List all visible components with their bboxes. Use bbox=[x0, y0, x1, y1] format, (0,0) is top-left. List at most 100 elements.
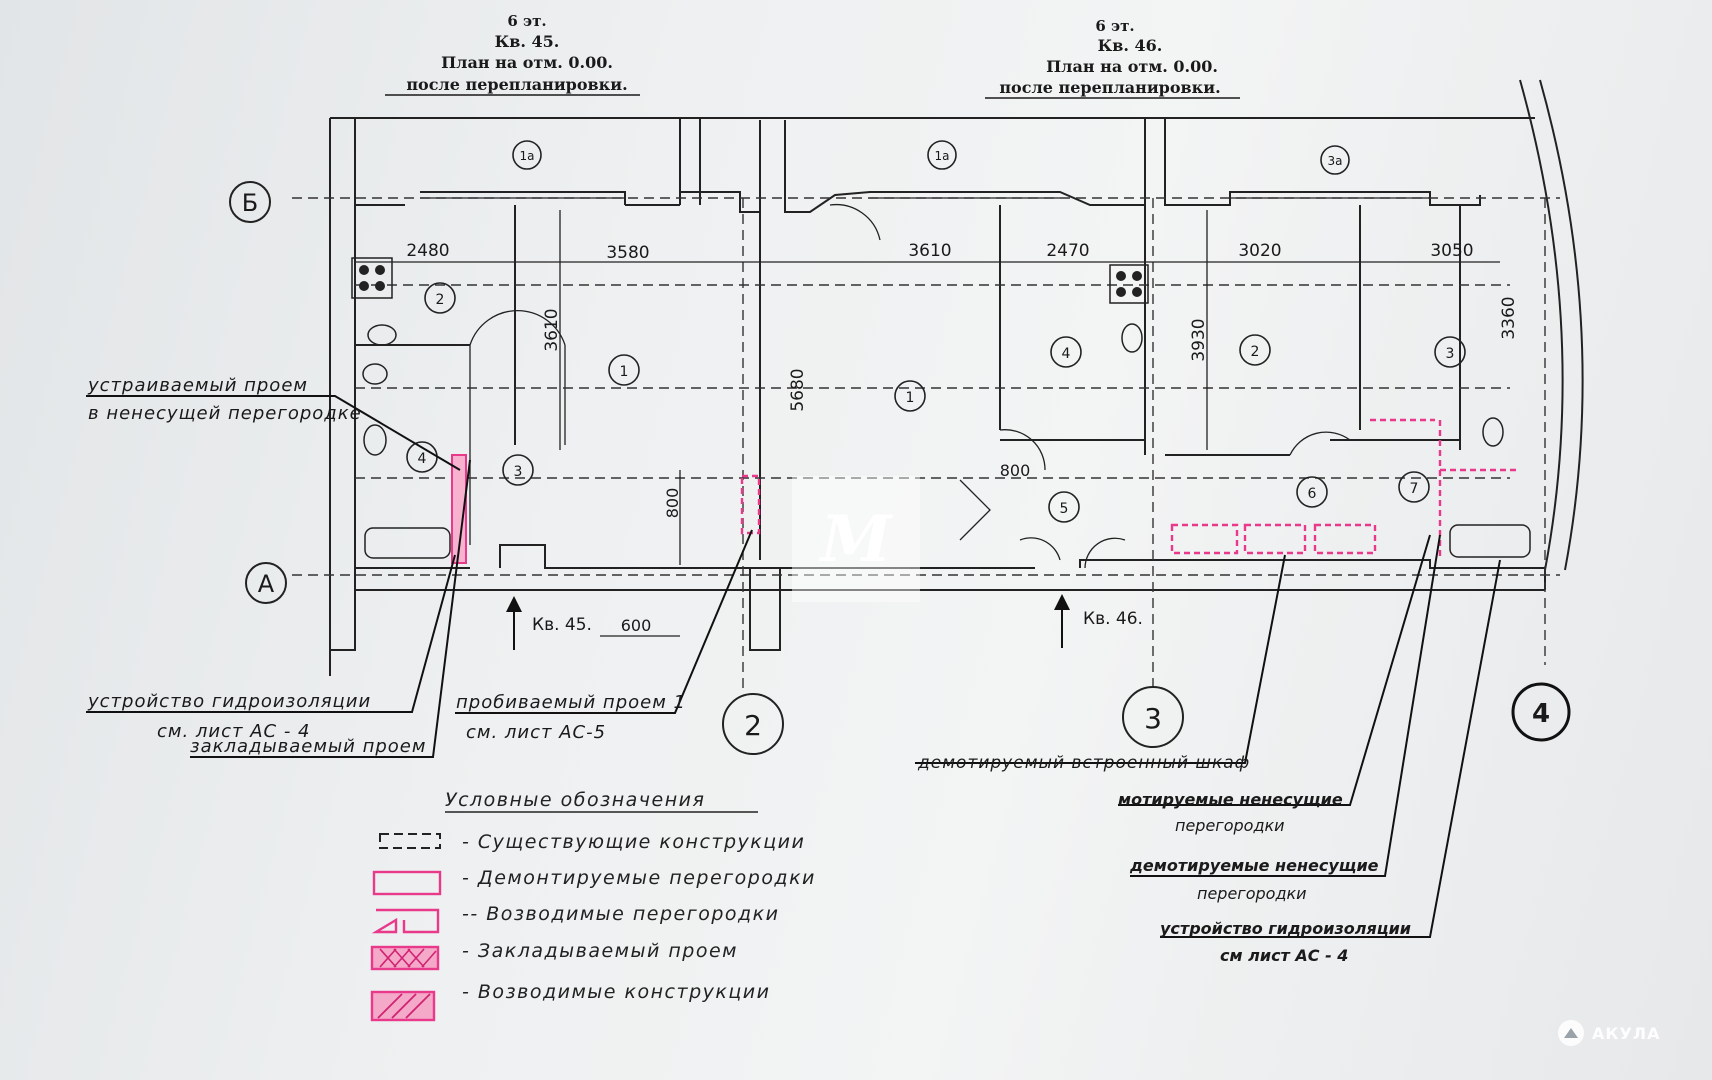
note-waterproof2-2: см лист АС - 4 bbox=[1220, 946, 1348, 965]
stove-icon bbox=[351, 257, 393, 299]
dim-800-vertical: 800 bbox=[663, 488, 682, 519]
dim-800-horizontal: 800 bbox=[1000, 461, 1031, 480]
balcony-marker-right bbox=[1320, 145, 1350, 175]
axis-label-a: А bbox=[258, 570, 275, 598]
sink-icon bbox=[362, 363, 388, 385]
room-marker-k46-7 bbox=[1398, 471, 1430, 503]
dim-3610-vertical: 3610 bbox=[542, 308, 562, 351]
leader-blocked bbox=[190, 459, 471, 758]
room-marker-k46-1 bbox=[894, 380, 926, 412]
cross-partitions bbox=[355, 344, 1460, 456]
axis-label-4: 4 bbox=[1532, 699, 1550, 729]
balcony-label-middle: 1а bbox=[935, 149, 950, 163]
dim-3610: 3610 bbox=[908, 241, 951, 261]
note-mounted-1: мотируемые ненесущие bbox=[1118, 790, 1343, 809]
leader-dismounted bbox=[1130, 534, 1441, 877]
axis-label-2: 2 bbox=[744, 709, 762, 742]
stove-burner-icon bbox=[375, 265, 385, 275]
leader-wardrobe bbox=[915, 554, 1286, 764]
legend-title: Условные обозначения bbox=[445, 789, 705, 811]
room-number-k46-1: 1 bbox=[906, 390, 915, 406]
room-number-k46-7: 7 bbox=[1410, 481, 1419, 497]
room-marker-k45-3 bbox=[502, 454, 534, 486]
dim-2470: 2470 bbox=[1046, 241, 1089, 261]
outer-wall-left bbox=[329, 117, 1535, 676]
note-waterproof-2: см. лист АС - 4 bbox=[157, 721, 311, 742]
watermark-badge: АКУЛА bbox=[1558, 1013, 1708, 1053]
dim-600: 600 bbox=[621, 616, 652, 635]
axis-lines bbox=[292, 197, 1560, 690]
arrow-up-icon bbox=[506, 596, 522, 612]
annotations: устраиваемый проем в ненесущей перегород… bbox=[87, 375, 1411, 965]
top-wall bbox=[355, 120, 1481, 213]
stove-burner-icon bbox=[375, 281, 385, 291]
annotation-leaders bbox=[86, 395, 1501, 938]
title-kv46-stage: после перепланировки. bbox=[999, 78, 1220, 97]
curved-wall bbox=[1519, 79, 1584, 590]
stove-burner-icon bbox=[359, 281, 369, 291]
stove-burner-icon bbox=[1116, 287, 1126, 297]
dim-3580: 3580 bbox=[606, 243, 649, 263]
title-kv46-floor: 6 эт. bbox=[1095, 17, 1134, 35]
note-dismounted-1: демотируемые ненесущие bbox=[1129, 856, 1379, 875]
legend-item-existing: - Существующие конструкции bbox=[462, 831, 805, 853]
axis-label-b: Б bbox=[242, 189, 258, 217]
dim-3360: 3360 bbox=[1499, 296, 1519, 339]
bottom-wall bbox=[355, 544, 1545, 651]
arrow-up-icon bbox=[1054, 594, 1070, 610]
legend-hatch-built bbox=[377, 993, 431, 1019]
redline-markup bbox=[451, 418, 1520, 564]
title-kv45-apartment: Кв. 45. bbox=[495, 32, 560, 51]
note-dismounted-2: перегородки bbox=[1197, 884, 1307, 903]
balcony-markers: 1а 1а 3а bbox=[512, 140, 1350, 175]
balcony-marker-left bbox=[512, 140, 542, 170]
room-number-k46-3: 3 bbox=[1446, 346, 1455, 362]
building-walls bbox=[329, 79, 1584, 676]
entrance-label-k46: Кв. 46. bbox=[1083, 609, 1143, 629]
punched-opening-k45 bbox=[740, 474, 761, 535]
axis-bubble-4 bbox=[1511, 682, 1571, 742]
room-marker-k46-2 bbox=[1239, 334, 1271, 366]
bathtub-icon bbox=[1449, 524, 1531, 558]
wc-k45-doors bbox=[469, 309, 566, 545]
dim-3930: 3930 bbox=[1189, 318, 1209, 361]
title-kv45-plan: План на отм. 0.00. bbox=[441, 53, 613, 72]
room-number-k45-1: 1 bbox=[620, 364, 629, 380]
room-number-k45-4: 4 bbox=[418, 451, 427, 467]
balcony-marker-middle bbox=[927, 140, 957, 170]
watermark-logo: M bbox=[792, 476, 920, 602]
note-mounted-2: перегородки bbox=[1175, 816, 1285, 835]
room-markers: 2 1 3 4 1 4 2 3 5 6 7 bbox=[406, 282, 1466, 523]
dim-2480: 2480 bbox=[406, 241, 449, 261]
title-kv45: 6 эт. Кв. 45. План на отм. 0.00. после п… bbox=[385, 12, 640, 96]
shark-fin-icon bbox=[1558, 1020, 1584, 1046]
note-blocked: закладываемый проем bbox=[190, 736, 426, 757]
legend-hatch-blocked bbox=[379, 948, 437, 968]
legend-swatch-erected bbox=[371, 908, 440, 934]
legend-swatch-demolished bbox=[372, 870, 442, 896]
note-opening-2: в ненесущей перегородке bbox=[88, 403, 362, 424]
room-number-k46-5: 5 bbox=[1060, 501, 1069, 517]
note-waterproof-1: устройство гидроизоляции bbox=[87, 691, 371, 712]
room-marker-k46-4 bbox=[1050, 336, 1082, 368]
title-kv46-apartment: Кв. 46. bbox=[1098, 36, 1163, 55]
axis-bubble-3 bbox=[1122, 686, 1184, 748]
note-waterproof2-1: устройство гидроизоляции bbox=[1160, 919, 1411, 938]
title-kv45-stage: после перепланировки. bbox=[406, 75, 627, 94]
leader-mounted bbox=[1118, 534, 1431, 806]
dim-5680: 5680 bbox=[788, 368, 808, 411]
room-number-k46-6: 6 bbox=[1308, 486, 1317, 502]
new-partition-k45 bbox=[451, 454, 467, 564]
new-partitions-k46 bbox=[1370, 418, 1520, 560]
leader-punched bbox=[455, 529, 753, 714]
legend-swatch-existing bbox=[379, 833, 441, 849]
wardrobe-dismantled-3 bbox=[1313, 523, 1377, 555]
note-punched-1: пробиваемый проем 1 bbox=[456, 692, 686, 713]
toilet-icon bbox=[363, 424, 387, 456]
room-number-k46-2: 2 bbox=[1251, 344, 1260, 360]
dimension-chain: 2480 3580 3610 2470 3020 3050 3610 5680 … bbox=[355, 210, 1519, 637]
bathtub-icon bbox=[364, 527, 451, 559]
dim-3020: 3020 bbox=[1238, 241, 1281, 261]
fixtures bbox=[351, 257, 1531, 559]
